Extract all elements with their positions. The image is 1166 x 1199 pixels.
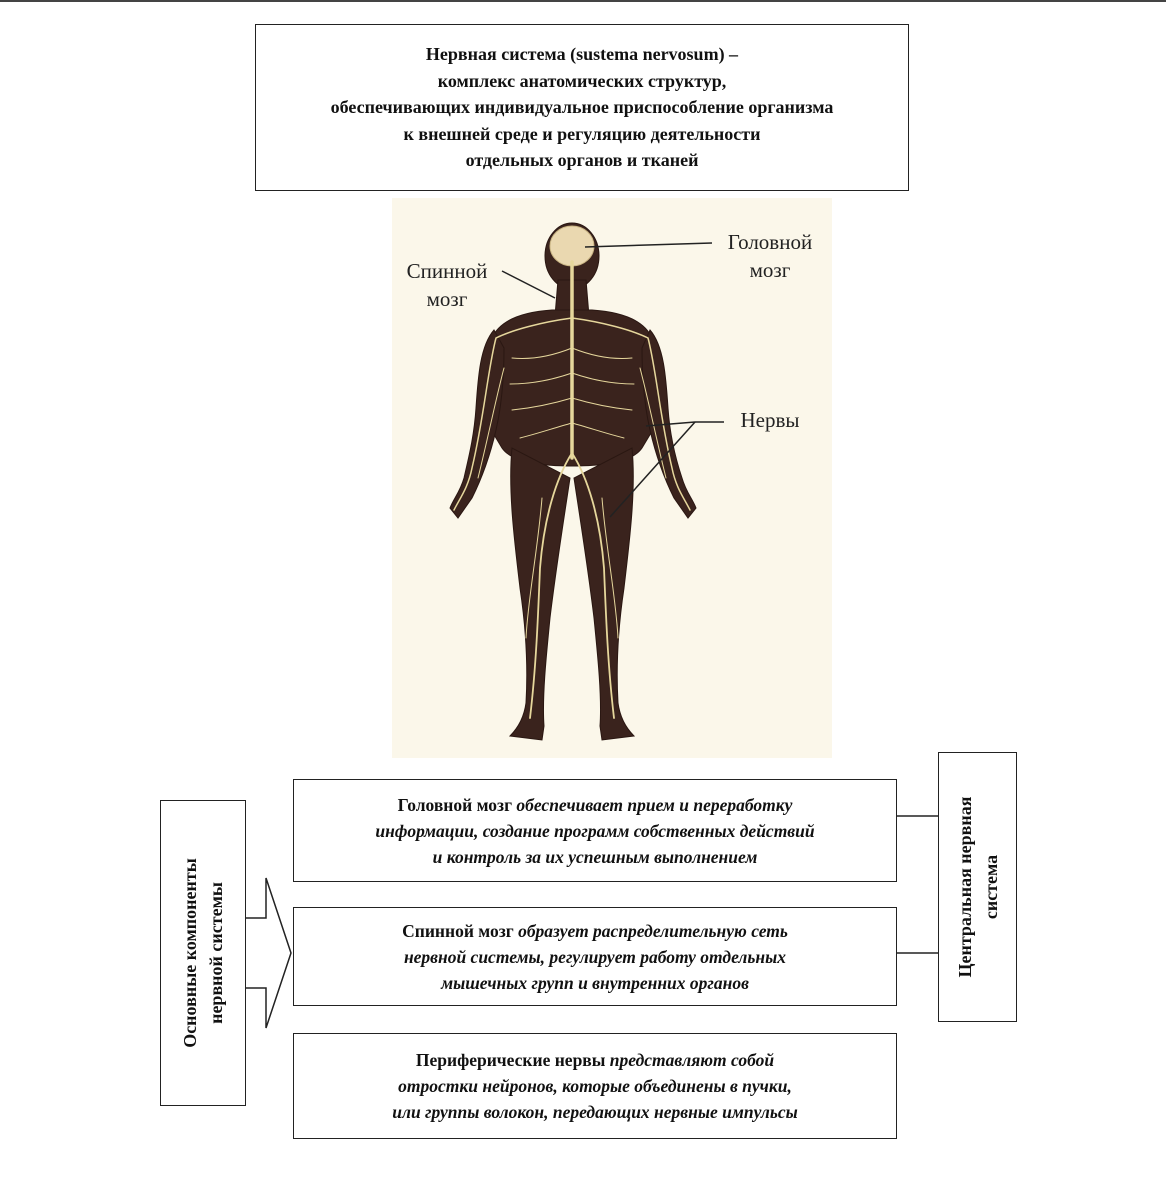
component-peripheral-nerves-desc-line: отростки нейронов, которые объединены в …: [398, 1076, 792, 1096]
component-peripheral-nerves-box: Периферические нервы представляют собой …: [293, 1033, 897, 1139]
brain-label: Головной мозг: [716, 228, 824, 284]
brain-pointer-line: [584, 242, 713, 248]
component-spinal-cord-desc-line: образует распределительную сеть: [513, 920, 788, 941]
brain-label-line: мозг: [749, 258, 791, 282]
nervous-system-illustration: [392, 198, 832, 758]
component-brain-desc-line: информации, создание программ собственны…: [375, 820, 815, 841]
top-rule: [0, 0, 1166, 2]
nerves-pointer-branch: [645, 421, 696, 427]
nerves-label: Нервы: [740, 408, 800, 432]
component-spinal-cord-desc-line: мышечных групп и внутренних органов: [441, 972, 749, 993]
brain-label-line: Головной: [727, 230, 813, 254]
nerves-pointer-branch: [609, 421, 696, 518]
definition-box: Нервная система (sustema nervosum) – ком…: [255, 24, 909, 191]
main-components-label-box: Основные компоненты нервной системы: [160, 800, 246, 1106]
component-brain-box: Головной мозг обеспечивает прием и перер…: [293, 779, 897, 882]
component-spinal-cord-box: Спинной мозг образует распределительную …: [293, 907, 897, 1006]
definition-line: Нервная система (sustema nervosum) –: [425, 44, 739, 65]
component-spinal-cord-title: Спинной мозг: [402, 920, 514, 941]
pointer-arrow-icon: [246, 877, 292, 1029]
nerve-network: [453, 260, 691, 719]
component-peripheral-nerves-desc-line: представляют собой: [605, 1050, 775, 1070]
spinal-cord-pointer-line: [501, 270, 556, 299]
definition-text: Нервная система (sustema nervosum) – ком…: [331, 41, 834, 174]
component-brain-desc-line: и контроль за их успешным выполнением: [432, 846, 758, 867]
human-figure-svg: [392, 198, 832, 758]
component-brain-title: Головной мозг: [397, 794, 513, 815]
cns-label-box: Центральная нервная система: [938, 752, 1017, 1022]
spinal-cord-label-line: Спинной: [406, 259, 488, 283]
component-brain-desc-line: обеспечивает прием и переработку: [512, 794, 793, 815]
definition-line: обеспечивающих индивидуальное приспособл…: [330, 97, 834, 118]
definition-line: отдельных органов и тканей: [465, 150, 699, 171]
component-peripheral-nerves-title: Периферические нервы: [415, 1050, 606, 1070]
spinal-cord-label: Спинной мозг: [397, 257, 497, 313]
component-spinal-cord-desc-line: нервной системы, регулирует работу отдел…: [403, 946, 787, 967]
definition-line: к внешней среде и регуляцию деятельности: [403, 123, 761, 144]
spinal-cord-label-line: мозг: [426, 287, 468, 311]
component-peripheral-nerves-desc-line: или группы волокон, передающих нервные и…: [392, 1102, 798, 1122]
definition-line: комплекс анатомических структур,: [437, 70, 727, 91]
